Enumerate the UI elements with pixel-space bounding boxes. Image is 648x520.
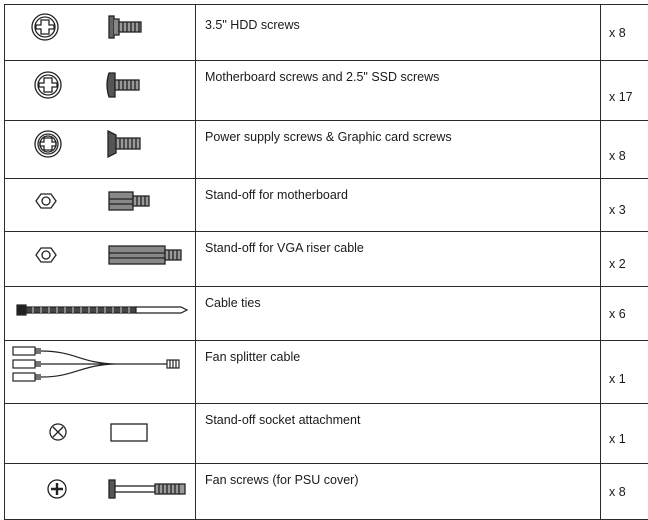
part-illustration-cell <box>5 341 196 404</box>
table-row: 3.5" HDD screws x 8 <box>5 5 648 61</box>
part-quantity: x 2 <box>601 232 648 287</box>
standoff-socket-tool-icon <box>5 404 195 453</box>
part-name: Power supply screws & Graphic card screw… <box>196 121 601 179</box>
part-quantity: x 6 <box>601 287 648 341</box>
table-row: Stand-off socket attachment x 1 <box>5 404 648 464</box>
part-name: Fan screws (for PSU cover) <box>196 464 601 520</box>
part-quantity: x 1 <box>601 341 648 404</box>
part-illustration-cell <box>5 5 196 61</box>
part-quantity: x 8 <box>601 464 648 520</box>
table-row: Fan splitter cable x 1 <box>5 341 648 404</box>
part-quantity: x 8 <box>601 121 648 179</box>
part-illustration-cell <box>5 232 196 287</box>
part-name: 3.5" HDD screws <box>196 5 601 61</box>
pan-head-screw-icon <box>5 61 195 108</box>
part-illustration-cell <box>5 464 196 520</box>
part-name: Stand-off for motherboard <box>196 179 601 232</box>
long-fan-screw-icon <box>5 464 195 510</box>
part-name: Stand-off for VGA riser cable <box>196 232 601 287</box>
table-row: Fan screws (for PSU cover) x 8 <box>5 464 648 520</box>
hex-standoff-icon <box>5 179 195 221</box>
table-row: Motherboard screws and 2.5" SSD screws x… <box>5 61 648 121</box>
cable-tie-icon <box>5 287 195 331</box>
part-illustration-cell <box>5 179 196 232</box>
part-illustration-cell <box>5 121 196 179</box>
fan-splitter-cable-icon <box>5 341 195 389</box>
part-illustration-cell <box>5 61 196 121</box>
long-hex-standoff-icon <box>5 232 195 276</box>
accessory-parts-table: 3.5" HDD screws x 8 Motherboard screws a… <box>4 4 648 520</box>
part-quantity: x 3 <box>601 179 648 232</box>
table-row: Stand-off for VGA riser cable x 2 <box>5 232 648 287</box>
part-illustration-cell <box>5 404 196 464</box>
washer-head-screw-icon <box>5 121 195 166</box>
table-row: Power supply screws & Graphic card screw… <box>5 121 648 179</box>
part-quantity: x 8 <box>601 5 648 61</box>
part-name: Stand-off socket attachment <box>196 404 601 464</box>
part-quantity: x 17 <box>601 61 648 121</box>
table-row: Cable ties x 6 <box>5 287 648 341</box>
flat-head-screw-icon <box>5 5 195 47</box>
part-name: Cable ties <box>196 287 601 341</box>
part-name: Fan splitter cable <box>196 341 601 404</box>
table-row: Stand-off for motherboard x 3 <box>5 179 648 232</box>
part-name: Motherboard screws and 2.5" SSD screws <box>196 61 601 121</box>
part-illustration-cell <box>5 287 196 341</box>
part-quantity: x 1 <box>601 404 648 464</box>
